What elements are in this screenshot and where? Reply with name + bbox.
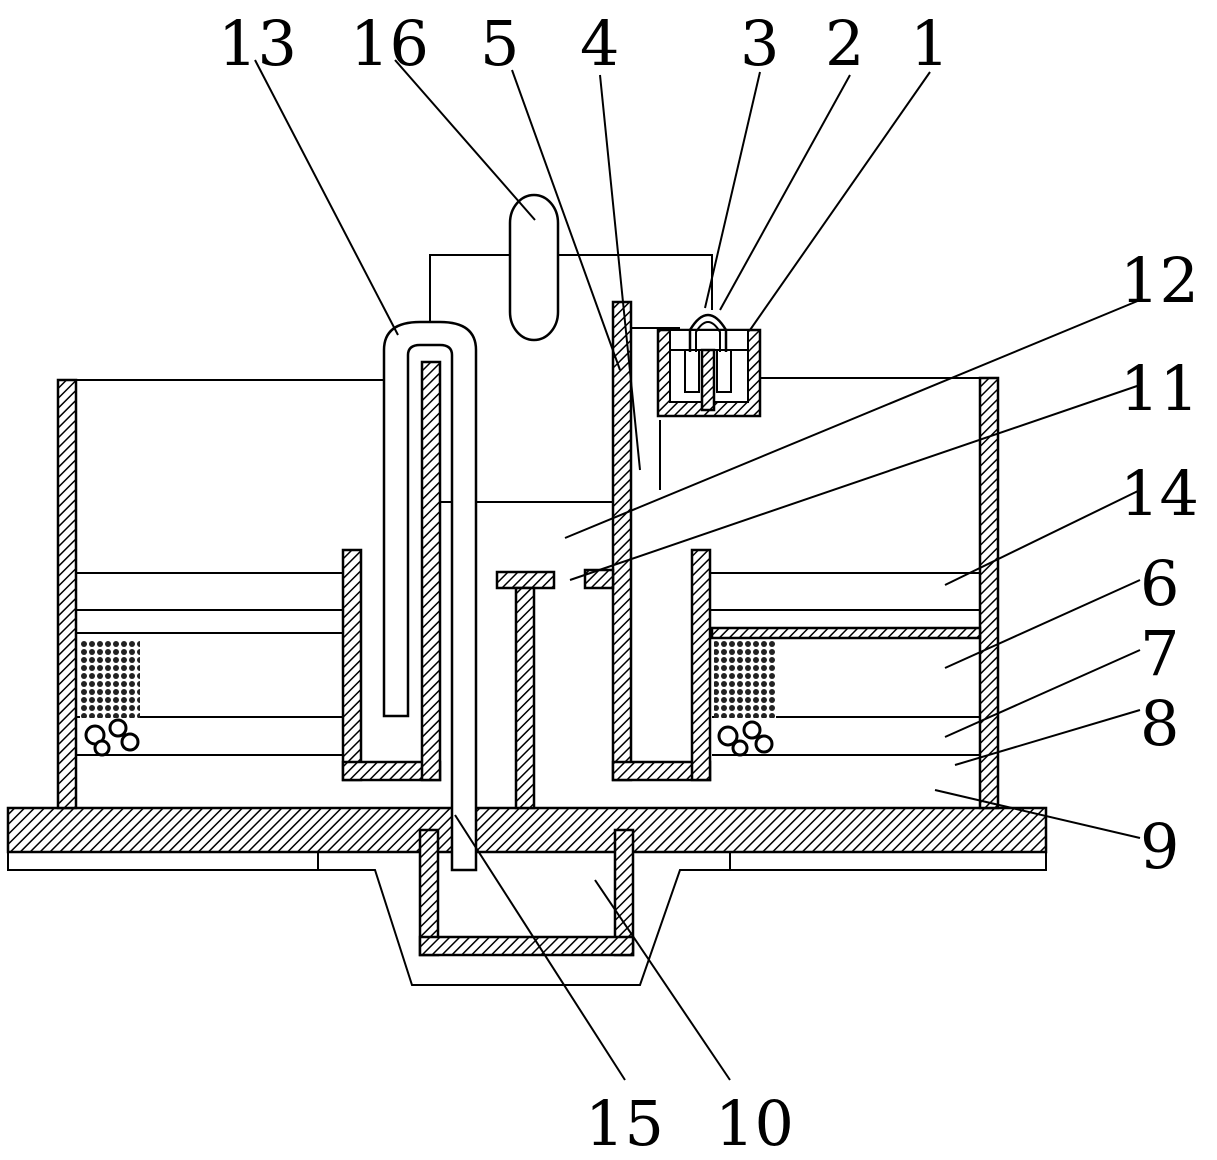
label-6: 6 bbox=[1140, 547, 1179, 620]
t-baffle-stem bbox=[514, 586, 536, 810]
lower-frame bbox=[7, 852, 1047, 986]
right-filter-mesh bbox=[714, 640, 776, 718]
label-12: 12 bbox=[1120, 244, 1199, 317]
label-5: 5 bbox=[480, 7, 519, 80]
label-9: 9 bbox=[1140, 810, 1179, 883]
label-16: 16 bbox=[350, 7, 429, 80]
siphon-tube-13 bbox=[382, 320, 478, 872]
pipe-4 bbox=[630, 327, 680, 490]
handle-16 bbox=[508, 193, 560, 342]
label-14: 14 bbox=[1120, 457, 1199, 530]
base-plate bbox=[6, 806, 1048, 854]
left-gravel bbox=[84, 718, 140, 757]
label-1: 1 bbox=[910, 7, 949, 80]
right-gravel bbox=[717, 720, 774, 757]
leader-lines bbox=[254, 59, 1141, 1081]
lower-chamber-bottom bbox=[418, 935, 635, 957]
label-11: 11 bbox=[1120, 352, 1199, 425]
label-8: 8 bbox=[1140, 687, 1179, 760]
left-u-outer-wall bbox=[341, 548, 363, 782]
label-2: 2 bbox=[825, 7, 864, 80]
electrode-3 bbox=[684, 313, 732, 393]
central-left-wall bbox=[420, 360, 442, 782]
right-u-outer-wall bbox=[690, 548, 712, 782]
central-right-wall bbox=[611, 300, 633, 782]
label-7: 7 bbox=[1140, 617, 1179, 690]
label-13: 13 bbox=[218, 7, 297, 80]
left-filter-mesh bbox=[80, 640, 140, 718]
label-10: 10 bbox=[715, 1087, 794, 1160]
top-housing bbox=[429, 254, 713, 340]
t-baffle-top bbox=[495, 570, 556, 590]
label-4: 4 bbox=[580, 7, 619, 80]
label-15: 15 bbox=[585, 1087, 664, 1160]
cup-divider bbox=[700, 348, 716, 412]
right-partition-plate bbox=[710, 626, 982, 640]
outer-right-wall bbox=[978, 376, 1000, 810]
label-3: 3 bbox=[740, 7, 779, 80]
outer-left-wall bbox=[56, 378, 78, 810]
